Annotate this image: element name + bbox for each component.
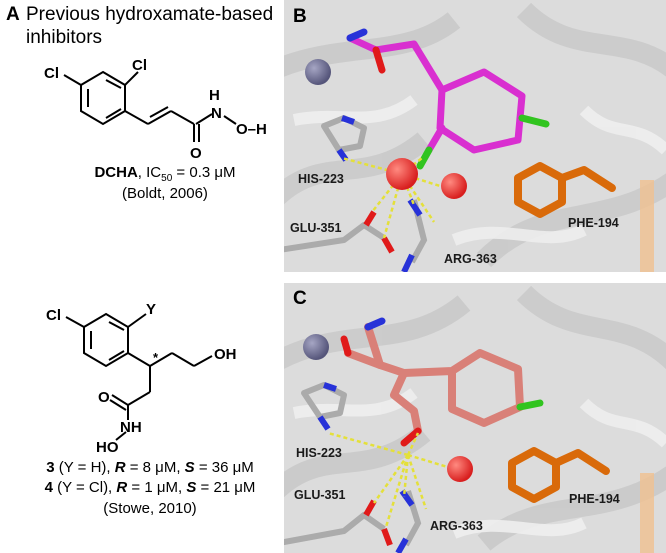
compound-3-number: 3 (46, 459, 55, 476)
dcha-citation: (Boldt, 2006) (122, 185, 208, 202)
compound-4-sval: = 21 μM (196, 479, 256, 496)
dcha-ic50-value: = 0.3 μM (172, 164, 236, 181)
panel-c-structure-image (284, 283, 666, 553)
cmpd-cl: Cl (46, 307, 61, 324)
compound-4-rval: = 1 μM, (127, 479, 187, 496)
cmpd-nh: NH (120, 419, 142, 436)
panel-b-his-label: HIS-223 (298, 172, 344, 186)
compound-34-structure: Cl Y * OH O NH HO (46, 301, 237, 456)
panel-c-zinc-ion (303, 334, 329, 360)
compound-3-cond: (Y = H), (54, 459, 115, 476)
compound-4-cond: (Y = Cl), (52, 479, 117, 496)
dcha-structure: Cl Cl H N O O–H (44, 57, 267, 162)
compound-34-citation: (Stowe, 2010) (103, 500, 197, 517)
dcha-o-bottom: O (190, 145, 202, 162)
panel-b-arg-label: ARG-363 (444, 252, 497, 266)
dcha-ic50-label: IC (146, 164, 162, 181)
panel-b-zinc-ion (305, 59, 331, 85)
panel-a-letter: A (6, 4, 20, 25)
panel-a-heading-line1: Previous hydroxamate-based (26, 4, 274, 25)
cmpd-oh: OH (214, 346, 237, 363)
panel-c-letter: C (293, 288, 307, 309)
panel-a-heading-line2: inhibitors (26, 27, 103, 48)
panel-b-structure-image (284, 0, 666, 272)
cmpd-star: * (153, 350, 159, 365)
compound-3-sval: = 36 μM (194, 459, 254, 476)
panel-c-water (447, 456, 473, 482)
panel-b-glu-label: GLU-351 (290, 221, 342, 235)
panel-c-his-label: HIS-223 (296, 446, 342, 460)
cmpd-o: O (98, 389, 110, 406)
compound-4-line: 4 (Y = Cl), R = 1 μM, S = 21 μM (20, 479, 280, 496)
dcha-cl-left: Cl (44, 65, 59, 82)
compound-3-line: 3 (Y = H), R = 8 μM, S = 36 μM (20, 459, 280, 476)
dcha-ic50-sub: 50 (161, 173, 173, 184)
compound-3-r: R (114, 459, 126, 476)
dcha-cl-right: Cl (132, 57, 147, 74)
panel-b-phe-label: PHE-194 (568, 216, 619, 230)
panel-b-water-second (441, 173, 467, 199)
dcha-caption: DCHA, IC50 = 0.3 μM (94, 164, 236, 184)
panel-c-arg-label: ARG-363 (430, 519, 483, 533)
dcha-oh: O–H (236, 121, 267, 138)
cmpd-hon: HO (96, 439, 119, 456)
compound-3-s: S (184, 459, 195, 476)
panel-c-glu-label: GLU-351 (294, 488, 346, 502)
compound-4-r: R (116, 479, 128, 496)
dcha-h: H (209, 87, 220, 104)
dcha-name: DCHA (94, 164, 138, 181)
compound-4-s: S (186, 479, 197, 496)
compound-4-number: 4 (44, 479, 53, 496)
panel-c-phe-label: PHE-194 (569, 492, 620, 506)
cmpd-y: Y (146, 301, 156, 318)
panel-b-water-main (386, 158, 418, 190)
dcha-n: N (211, 105, 222, 122)
compound-3-rval: = 8 μM, (125, 459, 185, 476)
panel-b-letter: B (293, 6, 307, 27)
